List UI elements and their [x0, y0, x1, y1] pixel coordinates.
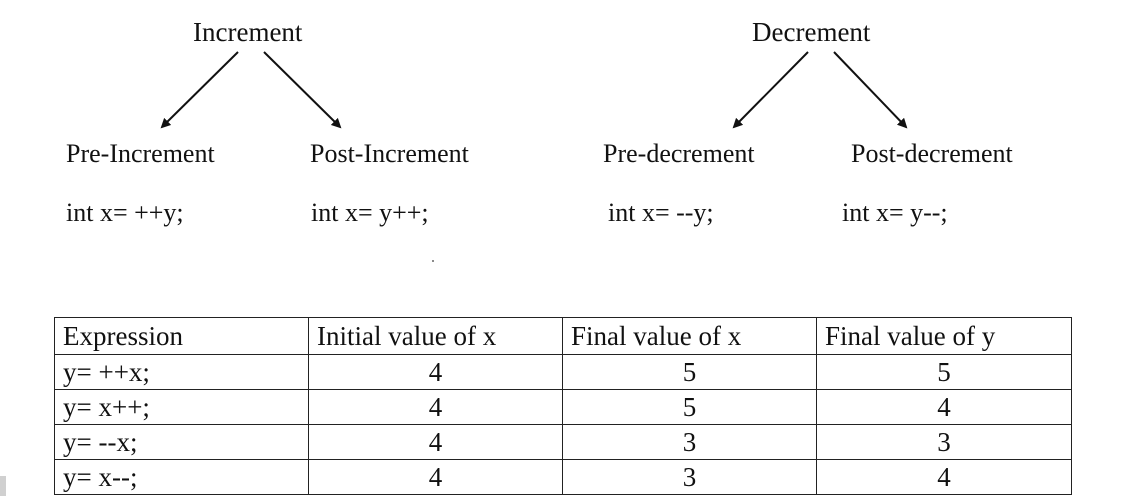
arrow-increment-to-pre: [160, 51, 239, 129]
table-row: y= --x; 4 3 3: [54, 424, 1072, 460]
table-row: y= ++x; 4 5 5: [54, 354, 1072, 390]
table-row: y= x++; 4 5 4: [54, 389, 1072, 425]
header-expression: Expression: [54, 317, 309, 355]
cell-expression: y= x++;: [54, 389, 309, 425]
pre-increment-code: int x= ++y;: [66, 198, 184, 227]
arrow-decrement-to-pre: [732, 51, 809, 129]
cell-initial-x: 4: [308, 424, 563, 460]
cell-expression: y= --x;: [54, 424, 309, 460]
cell-initial-x: 4: [308, 354, 563, 390]
header-initial-x: Initial value of x: [308, 317, 563, 355]
pre-decrement-label: Pre-decrement: [603, 139, 755, 168]
post-decrement-code: int x= y--;: [842, 198, 948, 227]
cell-final-x: 3: [562, 424, 817, 460]
cell-final-y: 4: [816, 389, 1072, 425]
increment-title: Increment: [193, 17, 303, 47]
post-increment-code: int x= y++;: [311, 198, 429, 227]
table-row: y= x--; 4 3 4: [54, 459, 1072, 495]
operator-results-table: Expression Initial value of x Final valu…: [54, 317, 1072, 495]
header-final-x: Final value of x: [562, 317, 817, 355]
post-increment-label: Post-Increment: [310, 139, 469, 168]
header-final-y: Final value of y: [816, 317, 1072, 355]
cell-final-y: 5: [816, 354, 1072, 390]
cell-expression: y= x--;: [54, 459, 309, 495]
post-decrement-label: Post-decrement: [851, 139, 1013, 168]
pre-increment-label: Pre-Increment: [66, 139, 215, 168]
pre-decrement-code: int x= --y;: [608, 198, 714, 227]
cell-expression: y= ++x;: [54, 354, 309, 390]
table-header-row: Expression Initial value of x Final valu…: [54, 317, 1072, 355]
stray-dot: [432, 260, 434, 262]
scroll-edge-marker: [0, 476, 6, 496]
arrow-decrement-to-post: [833, 51, 908, 129]
cell-final-x: 3: [562, 459, 817, 495]
cell-initial-x: 4: [308, 459, 563, 495]
cell-final-y: 4: [816, 459, 1072, 495]
cell-final-x: 5: [562, 389, 817, 425]
cell-initial-x: 4: [308, 389, 563, 425]
arrow-increment-to-post: [263, 51, 342, 129]
decrement-title: Decrement: [752, 17, 871, 47]
cell-final-x: 5: [562, 354, 817, 390]
cell-final-y: 3: [816, 424, 1072, 460]
